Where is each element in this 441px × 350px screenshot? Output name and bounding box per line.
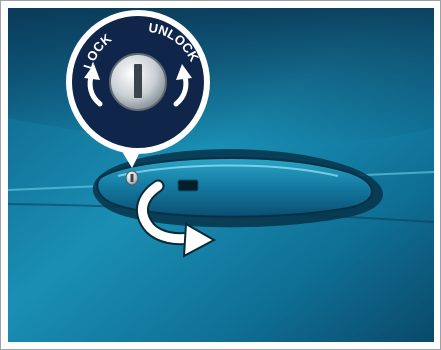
door-handle-illustration: LOCK UNLOCK <box>8 8 434 342</box>
key-slot <box>131 174 134 182</box>
door-handle-svg: LOCK UNLOCK <box>8 8 434 342</box>
touch-sensor <box>178 180 198 191</box>
lock-cylinder-slot <box>134 64 142 98</box>
lock-dial-callout: LOCK UNLOCK <box>66 10 210 154</box>
